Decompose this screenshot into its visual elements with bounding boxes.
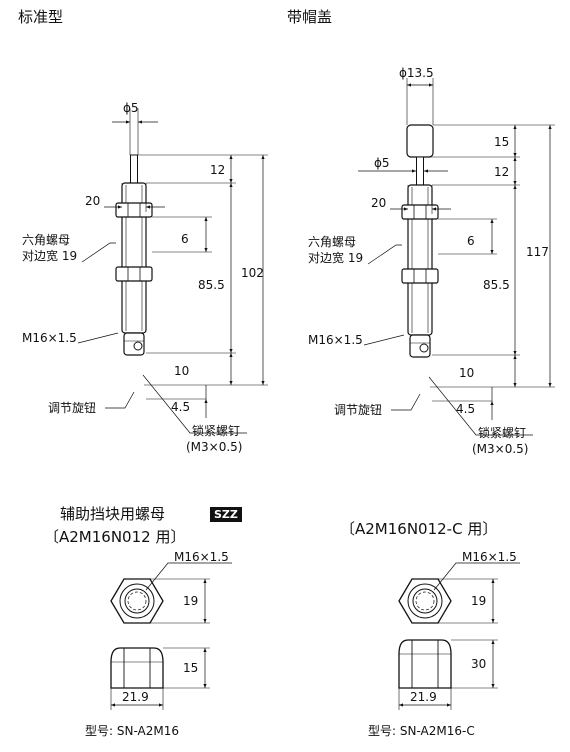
nut1-subtitle: 〔A2M16N012 用〕 [44, 528, 186, 546]
nut1-drawing [110, 562, 232, 710]
nut2-dim-21-9-label: 21.9 [410, 690, 437, 704]
nut1-model-label: 型号: SN-A2M16 [85, 724, 179, 738]
nut1-title: 辅助挡块用螺母 [60, 505, 166, 523]
nut2-model-label: 型号: SN-A2M16-C [368, 724, 475, 738]
capped-phi13-5-label: ϕ13.5 [399, 66, 434, 80]
nut1-dim-15-label: 15 [183, 661, 199, 675]
standard-adjust-knob-label: 调节旋钮 [48, 401, 97, 415]
standard-lock-screw-label: 锁紧螺钉 [192, 424, 241, 438]
standard-width-20-label: 20 [85, 194, 101, 208]
standard-dim-12-label: 12 [210, 163, 226, 177]
capped-width-20-label: 20 [371, 196, 387, 210]
capped-dim-85-5-label: 85.5 [483, 278, 510, 292]
capped-dim-117-label: 117 [526, 245, 549, 259]
nut1-thread-label: M16×1.5 [174, 550, 229, 564]
capped-dim-12-label: 12 [494, 165, 510, 179]
standard-dim-6-label: 6 [181, 232, 189, 246]
nut2-dim-19-label: 19 [471, 594, 487, 608]
capped-drawing [358, 78, 555, 436]
standard-dim-10-label: 10 [174, 364, 190, 378]
standard-drawing [77, 108, 268, 434]
standard-lock-screw-size-label: (M3×0.5) [186, 440, 243, 454]
capped-title: 带帽盖 [287, 8, 333, 26]
standard-dim-4-5-label: 4.5 [171, 400, 191, 414]
standard-title: 标准型 [18, 8, 64, 26]
capped-thread-label: M16×1.5 [308, 333, 363, 347]
nut2-thread-label: M16×1.5 [462, 550, 517, 564]
capped-adjust-knob-label: 调节旋钮 [334, 403, 383, 417]
standard-hex-nut-width-label: 对边宽 19 [22, 249, 78, 263]
nut1-dim-21-9-label: 21.9 [122, 690, 149, 704]
capped-lock-screw-size-label: (M3×0.5) [472, 442, 529, 456]
capped-dim-10-label: 10 [459, 366, 475, 380]
capped-dim-6-label: 6 [467, 234, 475, 248]
capped-hex-nut-label: 六角螺母 [308, 235, 357, 249]
capped-dim-4-5-label: 4.5 [456, 402, 476, 416]
standard-phi5-label: ϕ5 [123, 101, 139, 115]
nut2-subtitle: 〔A2M16N012-C 用〕 [340, 520, 498, 538]
capped-dim-15-label: 15 [494, 135, 510, 149]
nut1-dim-19-label: 19 [183, 594, 199, 608]
nut2-drawing [398, 562, 520, 710]
standard-thread-label: M16×1.5 [22, 331, 77, 345]
capped-phi5-label: ϕ5 [374, 156, 390, 170]
szz-badge: SZZ [210, 507, 242, 522]
nut2-dim-30-label: 30 [471, 657, 487, 671]
capped-lock-screw-label: 锁紧螺钉 [478, 426, 527, 440]
capped-hex-nut-width-label: 对边宽 19 [308, 251, 364, 265]
standard-hex-nut-label: 六角螺母 [22, 233, 71, 247]
standard-dim-102-label: 102 [241, 266, 264, 280]
standard-dim-85-5-label: 85.5 [198, 278, 225, 292]
